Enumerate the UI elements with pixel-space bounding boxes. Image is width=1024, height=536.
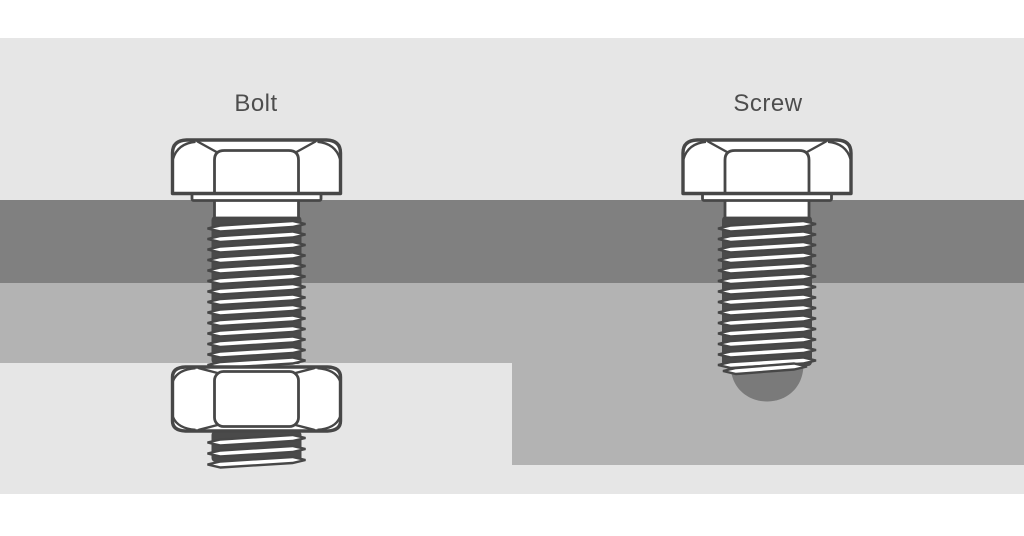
head-center-facet (723, 149, 811, 194)
nut-dome-bottom-right (317, 416, 342, 431)
thread-crest (207, 282, 306, 296)
thread-crest (717, 293, 817, 307)
thread-crest (207, 230, 306, 244)
nut-dome-top-right (317, 367, 342, 382)
nut-chamfer-bottom-left (197, 423, 219, 431)
head-center-facet (213, 149, 300, 194)
thread-crest (207, 251, 306, 265)
thread-crest (207, 219, 306, 233)
thread-crest (717, 251, 817, 265)
bolt-illustration (170, 138, 343, 469)
head-chamfer-right (805, 140, 828, 154)
nut-dome-top-left (171, 367, 196, 382)
head-silhouette (170, 138, 343, 196)
thread-crest (207, 314, 306, 328)
nut-center-facet (213, 370, 300, 428)
thread-crest (717, 335, 817, 349)
thread-crest (207, 433, 306, 447)
screw-hex-head (681, 138, 853, 196)
bolt-protruding-threads (207, 431, 306, 469)
thread-crest (717, 324, 817, 338)
thread-crest (207, 293, 306, 307)
thread-crest (717, 272, 817, 286)
thread-crest (207, 261, 306, 275)
top-plate (0, 200, 1024, 283)
head-dome-right (827, 140, 852, 160)
thread-crest (207, 335, 306, 349)
thread-crest (717, 303, 817, 317)
thread-crest (207, 240, 306, 254)
screw-label: Screw (733, 90, 803, 117)
nut-dome-bottom-left (171, 416, 196, 431)
thread-crest (207, 345, 306, 359)
thread-crest (207, 324, 306, 338)
head-chamfer-left (706, 140, 729, 154)
thread-crest (207, 444, 306, 458)
thread-crest (717, 261, 817, 275)
thread-crest (717, 314, 817, 328)
head-dome-left (682, 140, 707, 160)
bolt-nut (170, 365, 343, 433)
screw-shank (723, 198, 811, 220)
bolt-label: Bolt (234, 90, 278, 117)
nut-silhouette (170, 365, 343, 433)
thread-crest (207, 272, 306, 286)
head-dome-right (317, 140, 342, 160)
head-chamfer-right (295, 140, 317, 154)
bolt-shank (213, 198, 300, 220)
thread-crest (717, 219, 817, 233)
head-silhouette (681, 138, 853, 196)
bolt-threads (207, 216, 306, 370)
head-dome-left (171, 140, 196, 160)
thread-crest (717, 230, 817, 244)
screw-last-thread (722, 362, 808, 376)
screw-threads (717, 216, 817, 370)
screw-illustration (681, 138, 853, 402)
head-chamfer-left (196, 140, 218, 154)
thread-crest (717, 240, 817, 254)
thread-crest (717, 345, 817, 359)
nut-chamfer-top-left (197, 367, 219, 375)
thread-crest (207, 455, 306, 469)
thread-crest (717, 282, 817, 296)
thread-crest (207, 303, 306, 317)
nut-chamfer-top-right (294, 367, 316, 375)
nut-chamfer-bottom-right (294, 423, 316, 431)
bolt-hex-head (170, 138, 343, 196)
